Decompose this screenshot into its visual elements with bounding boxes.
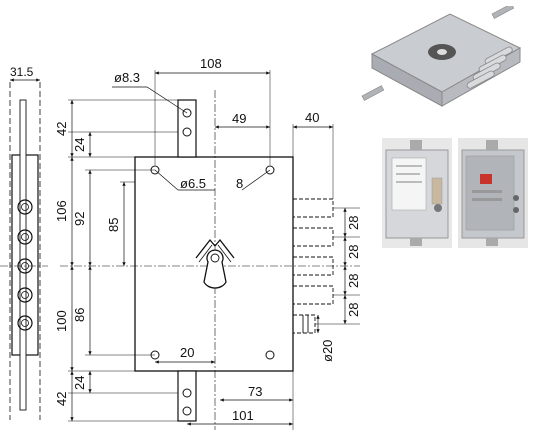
lock-package-back-photo bbox=[458, 138, 528, 248]
dim-106-label: 106 bbox=[54, 200, 69, 222]
dim-24-top-label: 24 bbox=[72, 138, 87, 152]
dim-24-bottom-label: 24 bbox=[72, 376, 87, 390]
dim-28-a-label: 28 bbox=[346, 216, 361, 230]
dim-101-label: 101 bbox=[232, 408, 254, 423]
dim-108-label: 108 bbox=[200, 56, 222, 71]
dim-28-b-label: 28 bbox=[346, 245, 361, 259]
dim-dia-6-5-label: ø6.5 bbox=[180, 176, 206, 191]
dim-31-5-label: 31.5 bbox=[10, 65, 34, 79]
side-view bbox=[0, 78, 48, 420]
dim-dia-20-label: ø20 bbox=[320, 340, 335, 362]
dim-42-top-label: 42 bbox=[54, 122, 69, 136]
dim-28-c-label: 28 bbox=[346, 274, 361, 288]
dimension-lines bbox=[68, 70, 360, 430]
dim-28-d-label: 28 bbox=[346, 303, 361, 317]
dim-40-label: 40 bbox=[305, 110, 319, 125]
lock-3d-render-photo bbox=[352, 6, 532, 132]
dim-8-label: 8 bbox=[236, 176, 243, 191]
lock-package-front-photo bbox=[382, 138, 452, 248]
dim-92-label: 92 bbox=[72, 212, 87, 226]
dim-dia-8-3-label: ø8.3 bbox=[114, 70, 140, 85]
dimension-labels: 108 ø8.3 49 40 42 24 ø6.5 8 106 92 85 28… bbox=[54, 56, 361, 423]
dim-100-label: 100 bbox=[54, 310, 69, 332]
front-view bbox=[60, 90, 360, 430]
dim-20-label: 20 bbox=[180, 345, 194, 360]
dim-73-label: 73 bbox=[248, 384, 262, 399]
dim-42-bottom-label: 42 bbox=[54, 392, 69, 406]
dim-86-label: 86 bbox=[72, 308, 87, 322]
dim-49-label: 49 bbox=[232, 111, 246, 126]
dim-85-label: 85 bbox=[106, 218, 121, 232]
